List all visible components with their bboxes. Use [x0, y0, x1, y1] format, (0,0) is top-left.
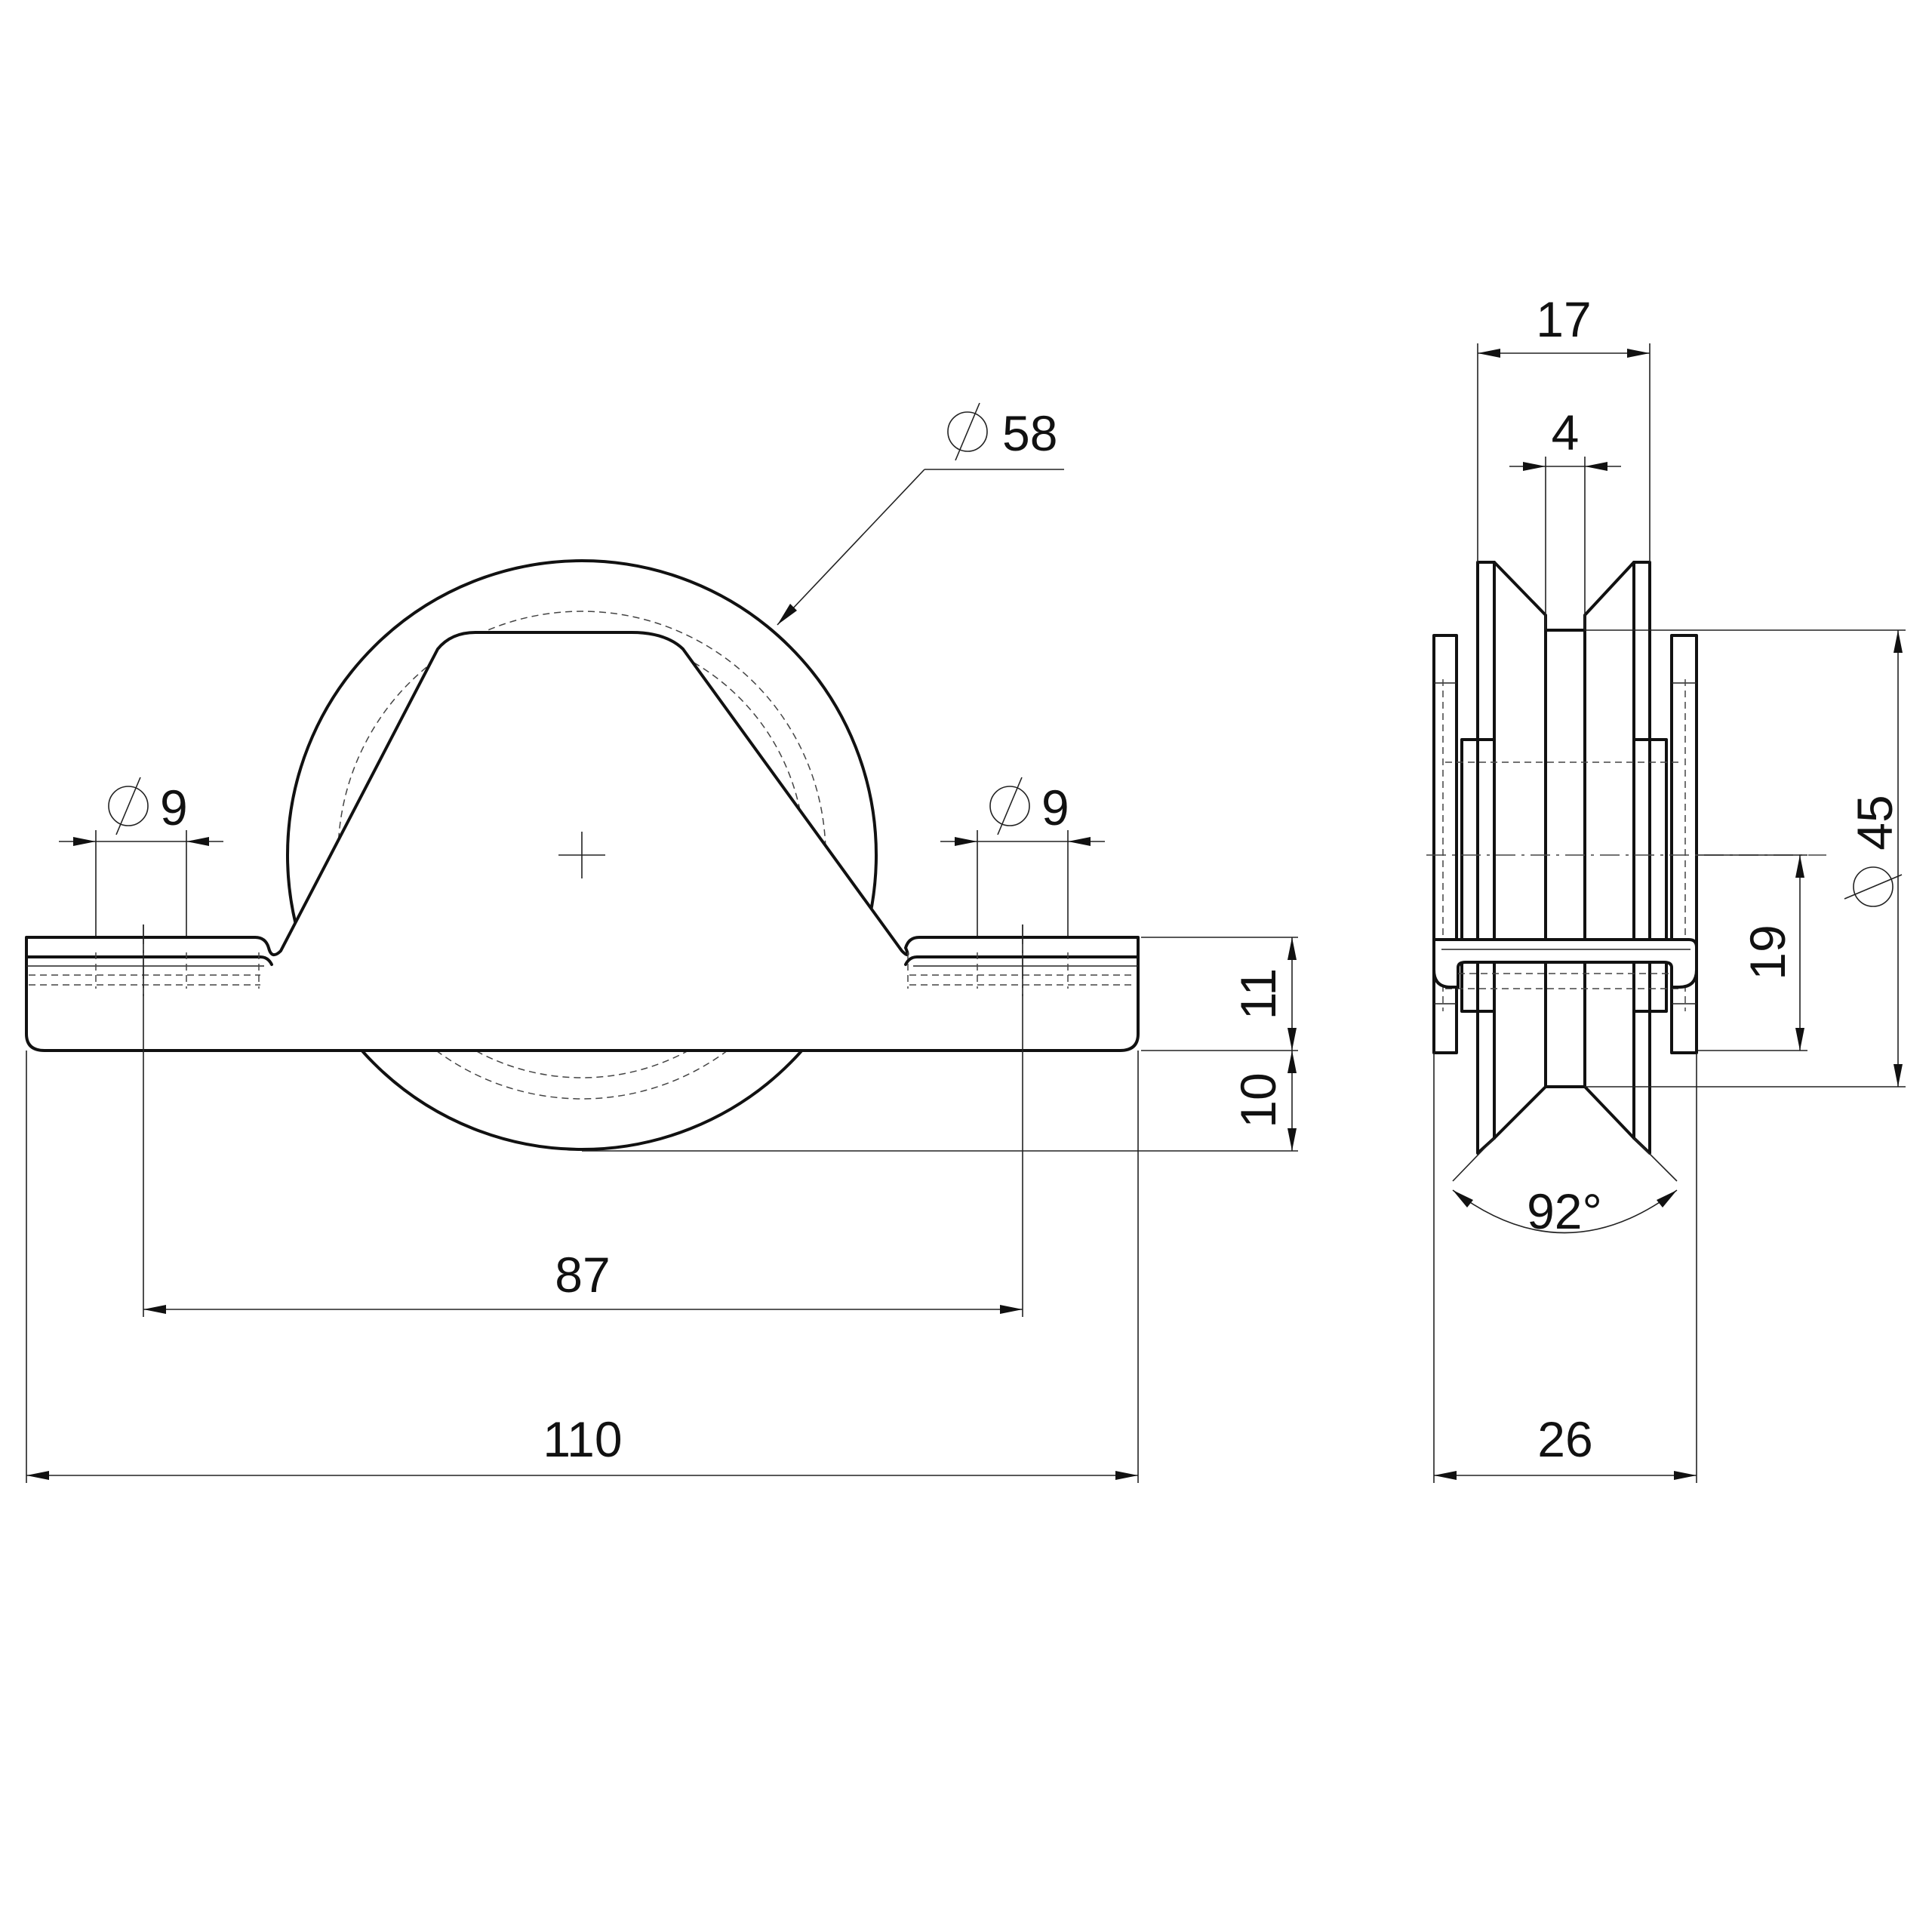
dim-groove-width: 4 — [1552, 405, 1580, 460]
angle-ext — [1452, 1137, 1495, 1182]
arrow-head — [1287, 937, 1297, 960]
dim-wheel-diameter-value: 58 — [1002, 405, 1057, 461]
side-view — [1426, 561, 1826, 1155]
front-dimensions: 58 9 9 11 10 — [26, 402, 1298, 1483]
dim-groove-diameter: 45 — [1844, 795, 1903, 907]
arrow-head — [1894, 630, 1903, 653]
dim-overall-width: 17 — [1536, 291, 1591, 347]
arrow-head — [1674, 1471, 1697, 1480]
side-dimensions: 17 4 45 19 92° — [1433, 291, 1906, 1483]
arrow-head — [1657, 1190, 1677, 1208]
base-inner-line-right — [904, 955, 1140, 966]
leader-arrow — [777, 604, 797, 625]
bracket-plate-right — [1670, 634, 1698, 1054]
arrow-head — [1795, 855, 1804, 878]
dim-hole-left-value: 9 — [160, 780, 188, 835]
dim-hole-spacing: 87 — [555, 1247, 610, 1303]
arrow-head — [1894, 1064, 1903, 1087]
arrow-head — [1453, 1190, 1473, 1208]
arrow-head — [1287, 1051, 1297, 1073]
dim-wheel-diameter: 58 — [947, 402, 1057, 461]
base-channel — [1432, 938, 1698, 989]
arrow-head — [1523, 462, 1546, 471]
dim-axle-height: 19 — [1740, 924, 1795, 980]
arrow-head — [1434, 1471, 1457, 1480]
arrow-head — [1000, 1305, 1023, 1314]
arrow-head — [1478, 349, 1500, 358]
arrow-head — [1287, 1128, 1297, 1151]
base-inner-line-left — [25, 955, 273, 966]
arrow-head — [143, 1305, 166, 1314]
arrow-head — [1068, 837, 1091, 846]
angle-arc — [1452, 1189, 1678, 1234]
dim-overall-length: 110 — [543, 1411, 622, 1467]
arrow-head — [1627, 349, 1650, 358]
dim-groove-angle: 92° — [1527, 1183, 1602, 1239]
bearing-housing-left — [1460, 738, 1496, 1013]
dim-hole-right: 9 — [989, 777, 1069, 835]
bearing-housing-right — [1632, 738, 1668, 1013]
arrow-head — [73, 837, 96, 846]
arrow-head — [1115, 1471, 1138, 1480]
arrow-head — [1795, 1028, 1804, 1051]
arrow-head — [26, 1471, 49, 1480]
leader-line — [777, 469, 925, 626]
bracket-plate-left — [1432, 634, 1458, 1054]
dim-bracket-width: 26 — [1537, 1411, 1592, 1467]
dim-below-base: 10 — [1230, 1072, 1286, 1128]
front-view — [25, 559, 1140, 1151]
arrow-head — [1585, 462, 1607, 471]
arrow-head — [186, 837, 209, 846]
wheel-flange-left — [1476, 561, 1547, 1155]
arrow-head — [1287, 1028, 1297, 1051]
angle-ext — [1633, 1137, 1678, 1182]
wheel-flange-right — [1583, 561, 1651, 1155]
dim-base-height: 11 — [1230, 968, 1286, 1020]
wheel-outline — [286, 559, 878, 1151]
dim-hole-left: 9 — [108, 777, 188, 835]
dim-hole-right-value: 9 — [1041, 780, 1069, 835]
dim-groove-diameter-value: 45 — [1847, 795, 1903, 850]
arrow-head — [955, 837, 977, 846]
